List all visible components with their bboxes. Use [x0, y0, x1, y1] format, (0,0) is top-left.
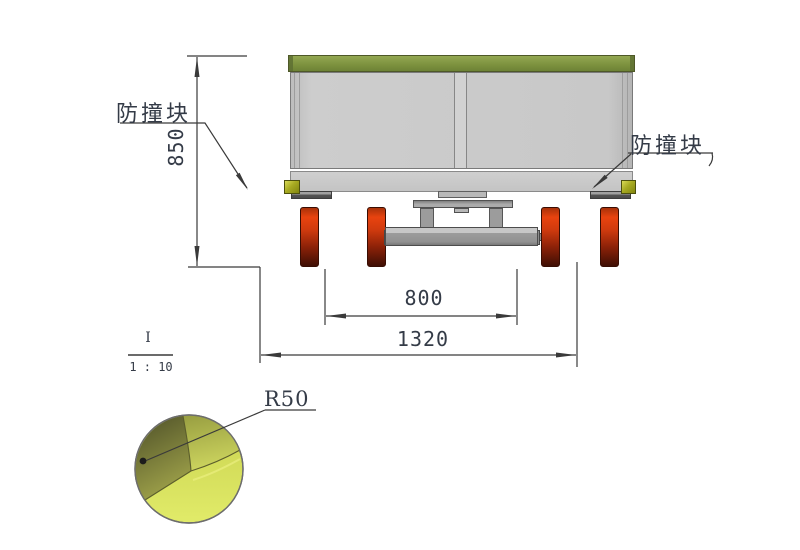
wheel-outer-left — [300, 207, 319, 267]
cart-body — [290, 72, 633, 169]
step-plate-left — [291, 191, 332, 199]
body-edge-line-right — [622, 73, 628, 168]
dimension-text-1320: 1320 — [396, 327, 450, 351]
step-plate-right — [590, 191, 631, 199]
axle-beam — [385, 227, 538, 246]
wheel-outer-right — [600, 207, 619, 267]
bumper-label-left: 防撞块 — [116, 101, 192, 126]
dimension-text-r50: R50 — [264, 387, 310, 411]
rail-end-cap-left — [289, 56, 293, 71]
bumper-block-right — [621, 180, 636, 194]
detail-view-scale: 1 : 10 — [129, 360, 173, 374]
bumper-label-right: 防撞块 — [630, 133, 706, 158]
bumper-block-left — [284, 180, 300, 194]
dimension-text-800: 800 — [404, 286, 444, 310]
cart-top-rail — [288, 55, 635, 72]
caster-tab — [454, 208, 469, 213]
dimension-text-850: 850 — [164, 127, 188, 167]
caster-top-plate — [413, 200, 513, 208]
bottom-center-plate — [438, 191, 487, 198]
rail-end-cap-right — [630, 56, 634, 71]
wheel-inner-right — [541, 207, 560, 267]
detail-view-name: I — [145, 330, 151, 346]
body-edge-line-left — [294, 73, 300, 168]
body-center-divider — [454, 73, 467, 168]
